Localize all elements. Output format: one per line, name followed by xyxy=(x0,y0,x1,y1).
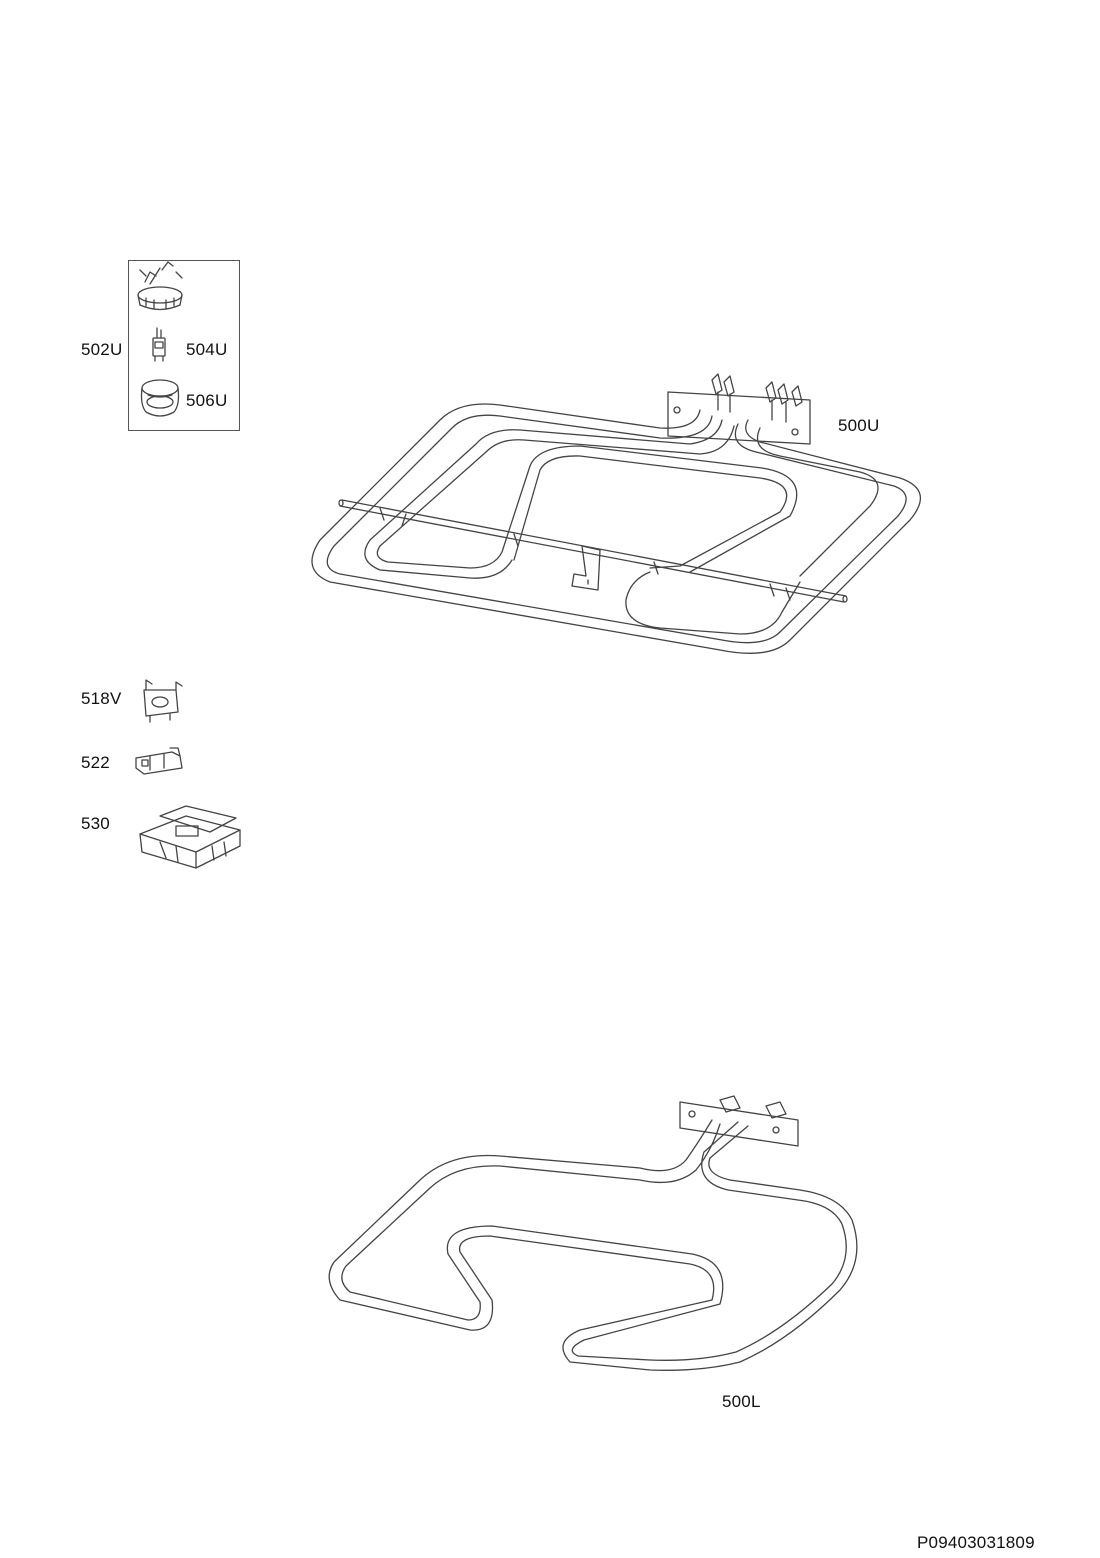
heating-element-500u-illustration xyxy=(311,373,922,654)
part-label-506u: 506U xyxy=(186,391,228,410)
part-label-504u: 504U xyxy=(186,340,228,359)
part-label-502u: 502U xyxy=(81,340,123,359)
module-530-illustration xyxy=(139,805,241,869)
thermostat-518v-illustration xyxy=(143,679,183,723)
terminal-504u-illustration xyxy=(152,327,166,362)
part-label-518v: 518V xyxy=(81,689,122,708)
connector-502u-illustration xyxy=(137,261,183,311)
lamp-506u-illustration xyxy=(140,379,180,417)
part-label-530: 530 xyxy=(81,814,110,833)
part-label-500u: 500U xyxy=(838,416,880,435)
part-label-500l: 500L xyxy=(722,1392,761,1411)
document-id: P09403031809 xyxy=(917,1533,1035,1552)
latch-522-illustration xyxy=(135,747,183,775)
heating-element-500l-illustration xyxy=(328,1095,858,1371)
part-label-522: 522 xyxy=(81,753,110,772)
accessory-box-frame xyxy=(128,260,240,431)
